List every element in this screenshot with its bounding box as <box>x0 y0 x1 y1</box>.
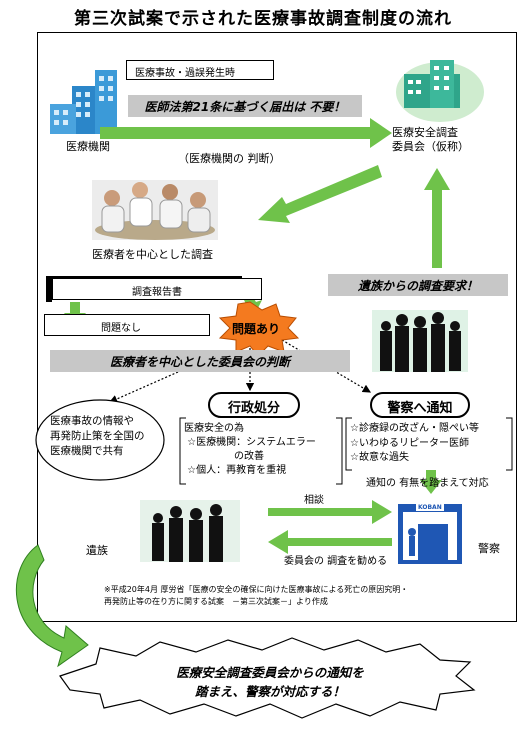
incident-label: 医療事故・過誤発生時 <box>135 68 235 79</box>
consult-label: 相談 <box>304 495 324 506</box>
police-notice-title-text: 警察へ通知 <box>387 401 453 416</box>
police-bracket-right <box>506 417 513 471</box>
arrow-family-to-message <box>16 544 89 668</box>
no-report-banner: 医師法第21条に基づく届出は 不要！ <box>128 95 362 117</box>
police-notice-title: 警察へ通知 <box>370 392 470 418</box>
problem-label: 問題あり <box>232 322 281 336</box>
committee-building-icon <box>396 60 484 122</box>
mourning-family-icon <box>140 500 240 562</box>
arrow-police-to-notice <box>420 470 442 494</box>
committee-judgement-banner: 医療者を中心とした委員会の判断 <box>50 350 350 372</box>
admin-action-title-text: 行政処分 <box>227 401 280 416</box>
diagram-frame <box>37 32 517 622</box>
hospital-building-icon <box>50 70 117 134</box>
family-silhouettes-icon <box>372 310 468 372</box>
family-request-banner: 遺族からの調査要求！ <box>328 274 508 296</box>
share-info-oval <box>35 399 165 481</box>
family-request-text: 遺族からの調査要求！ <box>357 279 478 293</box>
message-burst <box>59 637 476 719</box>
arrow-judgement-to-police <box>281 339 372 393</box>
medical-institution-label: 医療機関 <box>66 140 110 153</box>
page-title: 第三次試案で示された医療事故調査制度の流れ <box>74 9 452 29</box>
admin-bracket-left <box>179 417 186 485</box>
police-notice-body: ☆診療録の改ざん・隠ぺい等 ☆いわゆるリピーター医師 ☆故意な過失 <box>350 423 479 463</box>
admin-action-title: 行政処分 <box>208 392 300 418</box>
doctors-meeting-icon <box>92 180 218 240</box>
no-report-text: 医師法第21条に基づく届出は 不要！ <box>144 100 346 114</box>
admin-action-body: 医療安全の為 ☆医療機関：システムエラー の改善 ☆個人：再教育を重視 <box>184 423 316 476</box>
bottom-message: 医療安全調査委員会からの通知を 踏まえ、警察が対応する！ <box>176 665 364 699</box>
committee-judgement-text: 医療者を中心とした委員会の判断 <box>109 355 290 369</box>
arrow-family-consult-police <box>268 500 392 524</box>
police-box-icon <box>398 503 462 564</box>
no-problem-label: 問題なし <box>101 323 141 334</box>
institution-judgement-label: （医療機関の 判断） <box>178 152 281 165</box>
arrow-judgement-to-share <box>108 371 179 403</box>
police-box-sign: KOBAN <box>418 504 442 511</box>
arrow-police-recommend-family <box>268 530 392 554</box>
police-bracket-left <box>345 417 352 471</box>
share-info-text: 医療事故の情報や 再発防止策を全国の 医療機関で共有 <box>50 415 145 458</box>
arrow-committee-to-investigation <box>258 165 382 223</box>
report-label: 調査報告書 <box>132 287 182 298</box>
family-label: 遺族 <box>86 544 108 557</box>
admin-bracket-right <box>336 417 343 485</box>
recommend-label: 委員会の 調査を勧める <box>284 556 388 567</box>
no-problem-box: 問題なし <box>44 314 210 336</box>
incident-box: 医療事故・過誤発生時 <box>126 60 274 80</box>
committee-label: 医療安全調査 委員会（仮称） <box>392 126 469 153</box>
police-response-note: 通知の 有無を踏まえて対応 <box>366 478 489 489</box>
report-box: 調査報告書 <box>52 278 262 300</box>
arrow-institution-to-committee <box>100 118 392 148</box>
investigation-label: 医療者を中心とした調査 <box>92 248 213 261</box>
source-note: ※平成20年4月 厚労省「医療の安全の確保に向けた医療事故による死亡の原因究明・… <box>104 585 409 606</box>
police-label: 警察 <box>478 542 500 555</box>
arrow-family-to-committee <box>424 168 450 268</box>
